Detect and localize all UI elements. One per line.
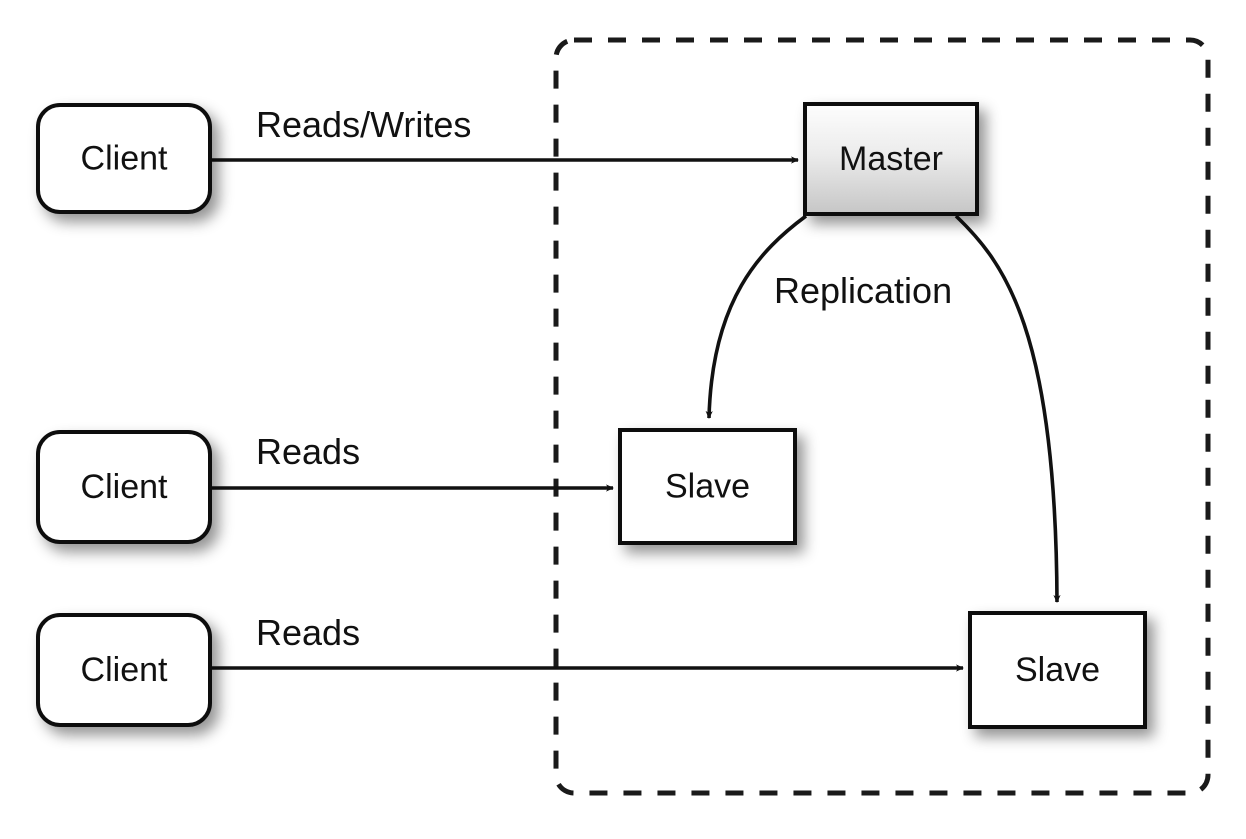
edge-label-replication: Replication xyxy=(774,270,952,311)
slave-2-label: Slave xyxy=(1015,651,1100,689)
edge-master-slave1 xyxy=(705,214,808,419)
node-master[interactable]: Master xyxy=(803,102,979,216)
node-client-3[interactable]: Client xyxy=(36,613,212,727)
node-client-2[interactable]: Client xyxy=(36,430,212,544)
master-box[interactable] xyxy=(803,102,979,216)
edge-label-reads-writes: Reads/Writes xyxy=(256,104,471,145)
slave-1-box[interactable] xyxy=(618,428,797,545)
client-1-label: Client xyxy=(81,139,168,177)
node-slave-1[interactable]: Slave xyxy=(618,428,797,545)
node-client-1[interactable]: Client xyxy=(36,103,212,214)
node-slave-2[interactable]: Slave xyxy=(968,611,1147,729)
edges-layer xyxy=(211,156,1061,672)
edge-label-reads-bottom: Reads xyxy=(256,612,360,653)
nodes-layer: Client Client Client Master Slave xyxy=(36,102,1147,729)
client-2-box[interactable] xyxy=(36,430,212,544)
edge-master-slave2 xyxy=(954,214,1061,603)
client-3-box[interactable] xyxy=(36,613,212,727)
client-1-box[interactable] xyxy=(36,103,212,214)
client-2-label: Client xyxy=(81,468,168,506)
slave-1-label: Slave xyxy=(665,467,750,505)
replication-boundary xyxy=(553,37,1211,796)
edge-labels-layer: Reads/Writes Replication Reads Reads xyxy=(256,104,952,653)
slave-2-box[interactable] xyxy=(968,611,1147,729)
client-3-label: Client xyxy=(81,651,168,689)
edge-label-reads-middle: Reads xyxy=(256,431,360,472)
master-label: Master xyxy=(839,140,943,178)
